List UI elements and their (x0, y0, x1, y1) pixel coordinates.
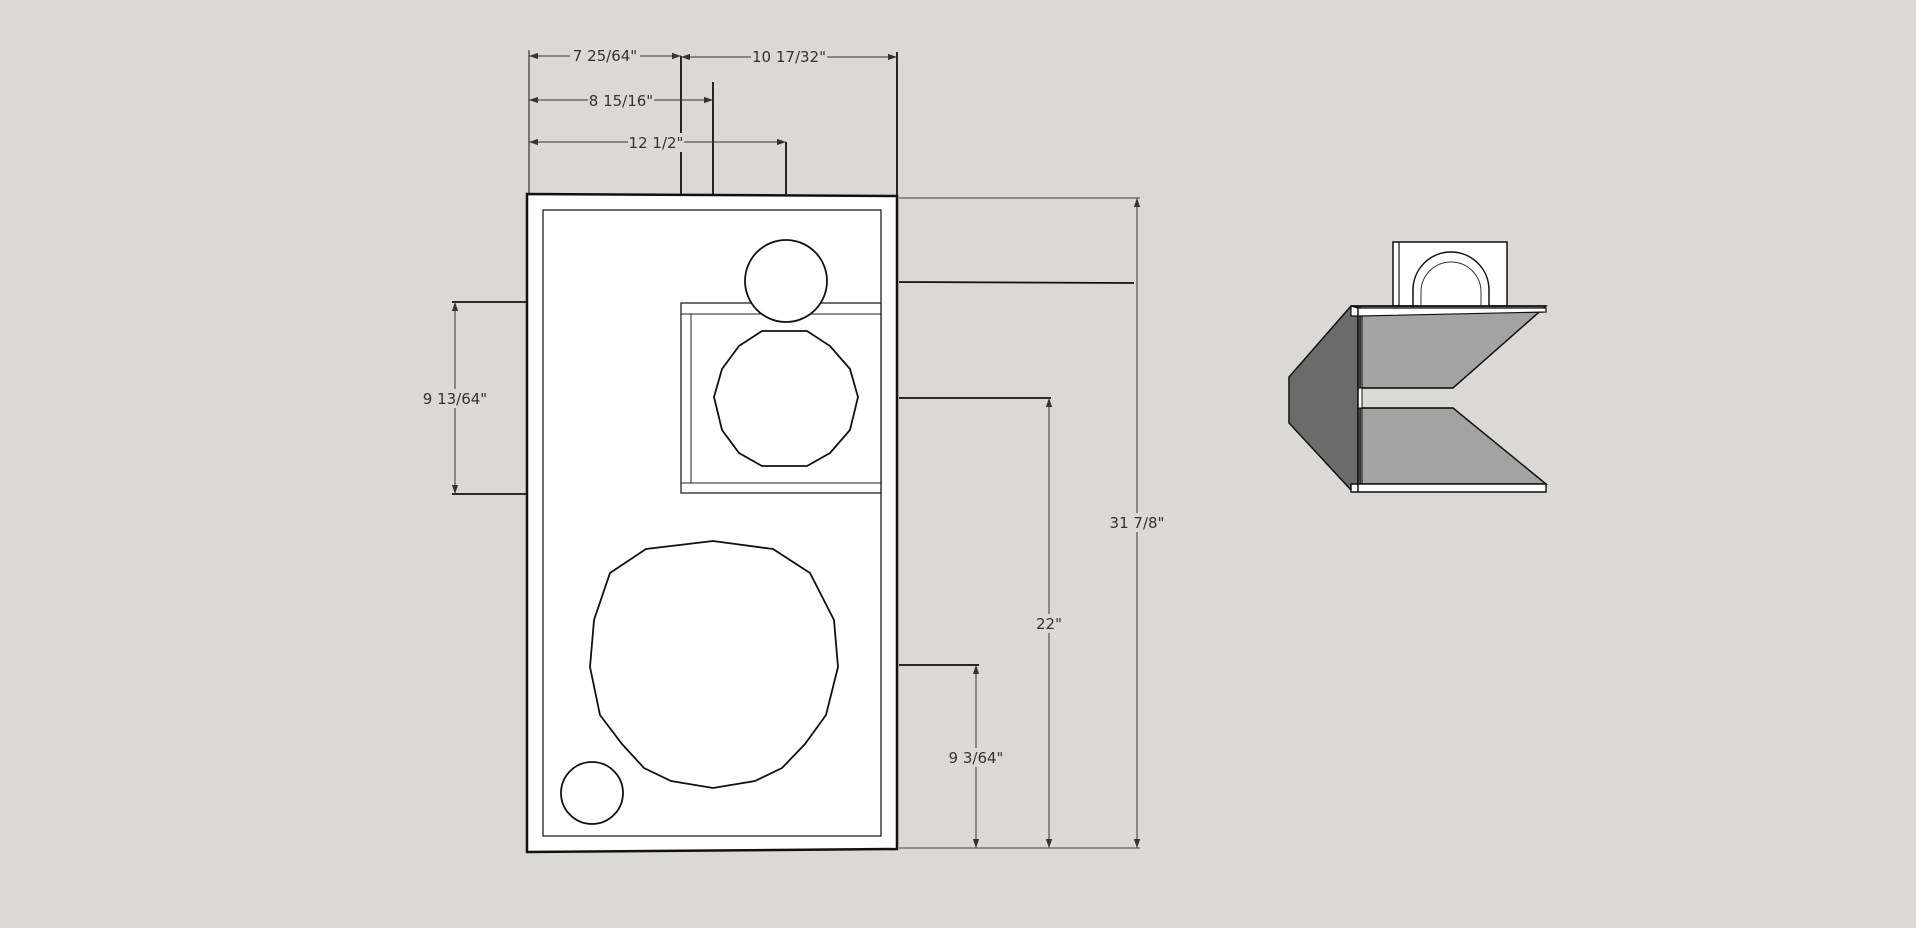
upper-panel (1359, 305, 1548, 389)
woofer-driver (589, 540, 839, 789)
dimensions: 7 25/64" 10 17/32" 8 15/16" 12 1/2" 9 13… (420, 46, 1170, 849)
front-view (525, 192, 899, 854)
dim-label-mid-height: 22" (1036, 615, 1062, 633)
dim-label-woofer-height: 9 3/64" (949, 749, 1004, 767)
dim-label-top-driver-x: 12 1/2" (629, 134, 684, 152)
dim-label-tweeter-right: 10 17/32" (752, 48, 826, 66)
side-panel-dark (1288, 305, 1359, 491)
dim-label-mid-x: 8 15/16" (589, 92, 653, 110)
port-hole (560, 761, 624, 825)
dim-label-port-height: 9 13/64" (423, 390, 487, 408)
lower-panel (1359, 407, 1549, 485)
tweeter-driver (744, 239, 828, 323)
top-view (1288, 241, 1549, 493)
dim-label-tweeter-x: 7 25/64" (573, 47, 637, 65)
mid-driver (713, 330, 859, 467)
dim-label-total-height: 31 7/8" (1110, 514, 1165, 532)
